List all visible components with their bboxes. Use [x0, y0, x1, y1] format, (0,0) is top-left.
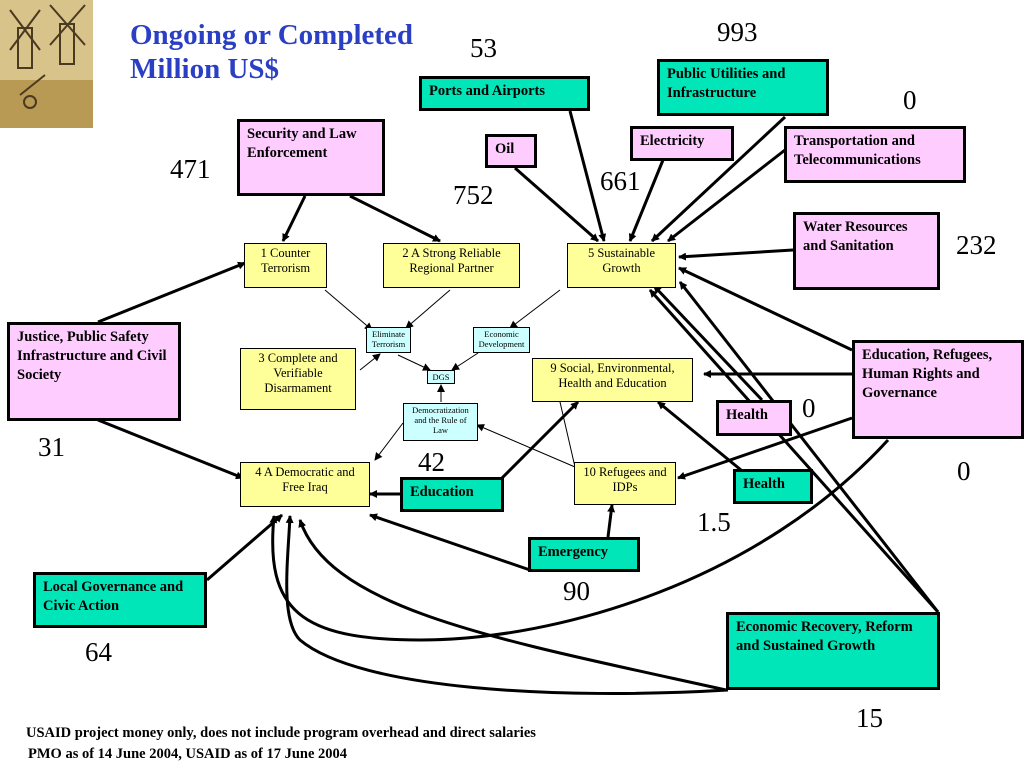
value-water: 232 — [956, 230, 997, 260]
dgs-node: DGS — [427, 370, 455, 384]
value-economic-recovery: 15 — [856, 703, 883, 733]
goal-democratic-iraq: 4 A Democratic and Free Iraq — [240, 462, 370, 507]
title-line-2: Million US$ — [130, 53, 280, 85]
value-transportation: 0 — [903, 85, 917, 115]
value-health-1: 0 — [802, 393, 816, 423]
justice-civil-society-box: Justice, Public Safety Infrastructure an… — [7, 322, 181, 421]
education-box: Education — [400, 477, 504, 512]
education-refugees-governance-box: Education, Refugees, Human Rights and Go… — [852, 340, 1024, 439]
oil-box: Oil — [485, 134, 537, 168]
value-education-refugees: 0 — [957, 456, 971, 486]
eliminate-terrorism-node: Eliminate Terrorism — [366, 327, 411, 353]
value-ports: 53 — [470, 33, 497, 63]
economic-development-node: Economic Development — [473, 327, 530, 353]
ports-airports-box: Ports and Airports — [419, 76, 590, 111]
public-utilities-box: Public Utilities and Infrastructure — [657, 59, 829, 116]
transportation-telecom-box: Transportation and Telecommunications — [784, 126, 966, 183]
goal-regional-partner: 2 A Strong Reliable Regional Partner — [383, 243, 520, 288]
value-justice: 31 — [38, 432, 65, 462]
goal-social-environmental: 9 Social, Environmental, Health and Educ… — [532, 358, 693, 402]
footer-note-1: USAID project money only, does not inclu… — [26, 725, 536, 741]
economic-recovery-box: Economic Recovery, Reform and Sustained … — [726, 612, 940, 690]
title-line-1: Ongoing or Completed — [130, 19, 414, 51]
value-security: 471 — [170, 154, 211, 184]
goal-disarmament: 3 Complete and Verifiable Disarmament — [240, 348, 356, 410]
democratization-node: Democratization and the Rule of Law — [403, 403, 478, 441]
footer-note-2: PMO as of 14 June 2004, USAID as of 17 J… — [28, 746, 348, 762]
value-health-2: 1.5 — [697, 507, 731, 537]
local-governance-box: Local Governance and Civic Action — [33, 572, 207, 628]
goal-counter-terrorism: 1 Counter Terrorism — [244, 243, 327, 288]
value-oil: 752 — [453, 180, 494, 210]
value-public-utilities: 993 — [717, 17, 758, 47]
electricity-box: Electricity — [630, 126, 734, 161]
page-title: Ongoing or Completed Million US$ — [130, 18, 413, 86]
health-box-1: Health — [716, 400, 792, 436]
security-law-enforcement-box: Security and Law Enforcement — [237, 119, 385, 196]
value-education: 42 — [418, 447, 445, 477]
health-box-2: Health — [733, 469, 813, 504]
value-emergency: 90 — [563, 576, 590, 606]
emergency-box: Emergency — [528, 537, 640, 572]
value-local-governance: 64 — [85, 637, 112, 667]
goal-refugees-idps: 10 Refugees and IDPs — [574, 462, 676, 505]
goal-sustainable-growth: 5 Sustainable Growth — [567, 243, 676, 288]
windmill-logo — [0, 0, 93, 128]
water-sanitation-box: Water Resources and Sanitation — [793, 212, 940, 290]
value-electricity: 661 — [600, 166, 641, 196]
